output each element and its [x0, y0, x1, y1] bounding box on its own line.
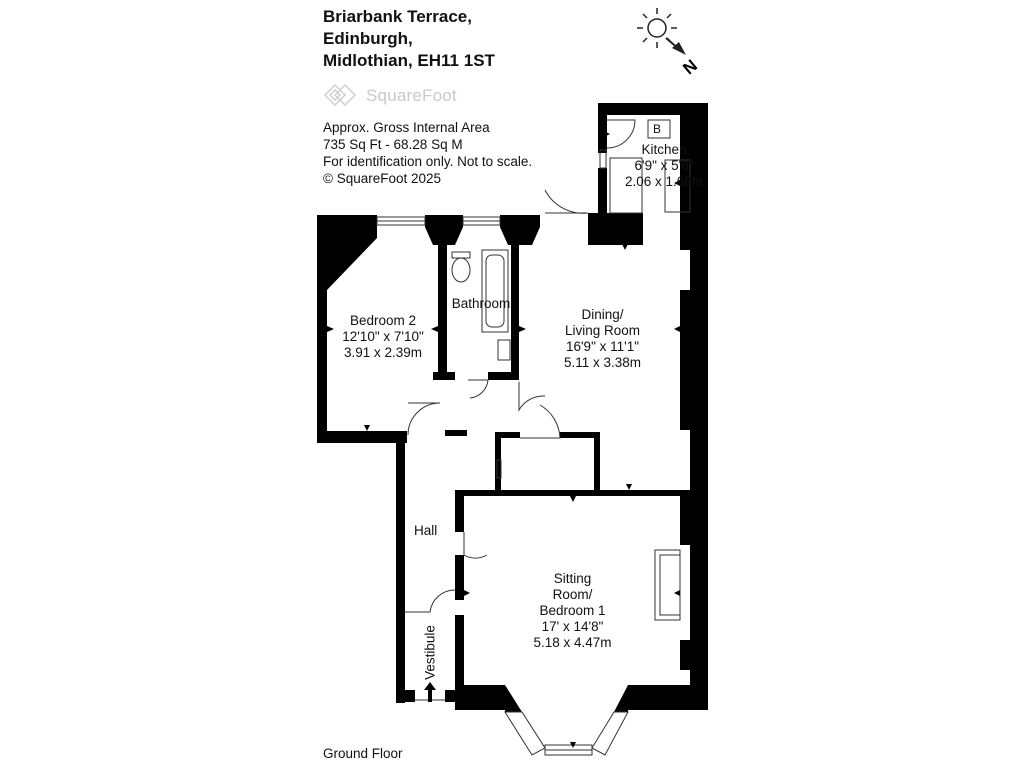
kitchen-label: Kitchen 6'9" x 5'6" 2.06 x 1.68m [614, 142, 714, 190]
door-icon [463, 532, 488, 559]
sitting-name-1: Sitting [553, 571, 592, 586]
vestibule-label: Vestibule [422, 625, 438, 680]
boiler-label: B [652, 122, 661, 136]
bath-icon [481, 249, 509, 333]
area-info-line-3: For identification only. Not to scale. [323, 154, 533, 169]
dimension-markers [327, 131, 680, 748]
area-info-line-2: 735 Sq Ft - 68.28 Sq M [323, 137, 463, 152]
dining-metric: 5.11 x 3.38m [563, 355, 642, 370]
sitting-name-3: Bedroom 1 [539, 603, 606, 618]
kitchen-metric: 2.06 x 1.68m [624, 174, 704, 189]
dining-label: Dining/ Living Room 16'9" x 11'1" 5.11 x… [545, 307, 660, 371]
door-icon [468, 379, 489, 399]
door-icon [407, 402, 441, 436]
door-icon [518, 382, 546, 412]
squarefoot-logo-icon [323, 83, 357, 107]
hall-label: Hall [414, 523, 438, 538]
area-info-line-4: © SquareFoot 2025 [323, 171, 442, 186]
property-address: Briarbank Terrace, Edinburgh, Midlothian… [323, 6, 495, 72]
kitchen-imperial: 6'9" x 5'6" [634, 158, 694, 173]
compass-icon: N [637, 8, 701, 78]
bedroom2-name: Bedroom 2 [349, 313, 417, 328]
sitting-name-2: Room/ [552, 587, 593, 602]
door-icon [520, 404, 561, 439]
area-info: Approx. Gross Internal Area 735 Sq Ft - … [323, 119, 532, 187]
door-icon [544, 189, 589, 214]
bathroom-label: Bathroom [451, 296, 511, 311]
north-arrow-icon: N [665, 37, 701, 78]
walls [317, 103, 708, 712]
toilet-icon [451, 251, 471, 259]
door-icon [405, 589, 456, 613]
fixtures [376, 119, 691, 756]
bedroom2-metric: 3.91 x 2.39m [343, 345, 423, 360]
address-line-2: Edinburgh, [323, 29, 413, 48]
dining-name-1: Dining/ [581, 307, 624, 322]
sitting-label: Sitting Room/ Bedroom 1 17' x 14'8" 5.18… [515, 571, 630, 651]
north-label: N [679, 56, 701, 78]
sink-icon [497, 339, 511, 361]
kitchen-name: Kitchen [641, 142, 687, 157]
area-info-line-1: Approx. Gross Internal Area [323, 120, 490, 135]
bedroom2-label: Bedroom 2 12'10" x 7'10" 3.91 x 2.39m [328, 313, 438, 361]
sitting-imperial: 17' x 14'8" [541, 619, 604, 634]
dining-name-2: Living Room [564, 323, 641, 338]
address-line-3: Midlothian, EH11 1ST [323, 51, 495, 70]
dining-imperial: 16'9" x 11'1" [565, 339, 640, 354]
logo-text: SquareFoot [366, 86, 457, 105]
sitting-metric: 5.18 x 4.47m [533, 635, 612, 650]
entrance-arrow-icon [424, 682, 436, 690]
address-line-1: Briarbank Terrace, [323, 7, 472, 26]
floor-label: Ground Floor [323, 746, 403, 761]
door-icon [606, 119, 636, 149]
bedroom2-imperial: 12'10" x 7'10" [342, 329, 424, 344]
